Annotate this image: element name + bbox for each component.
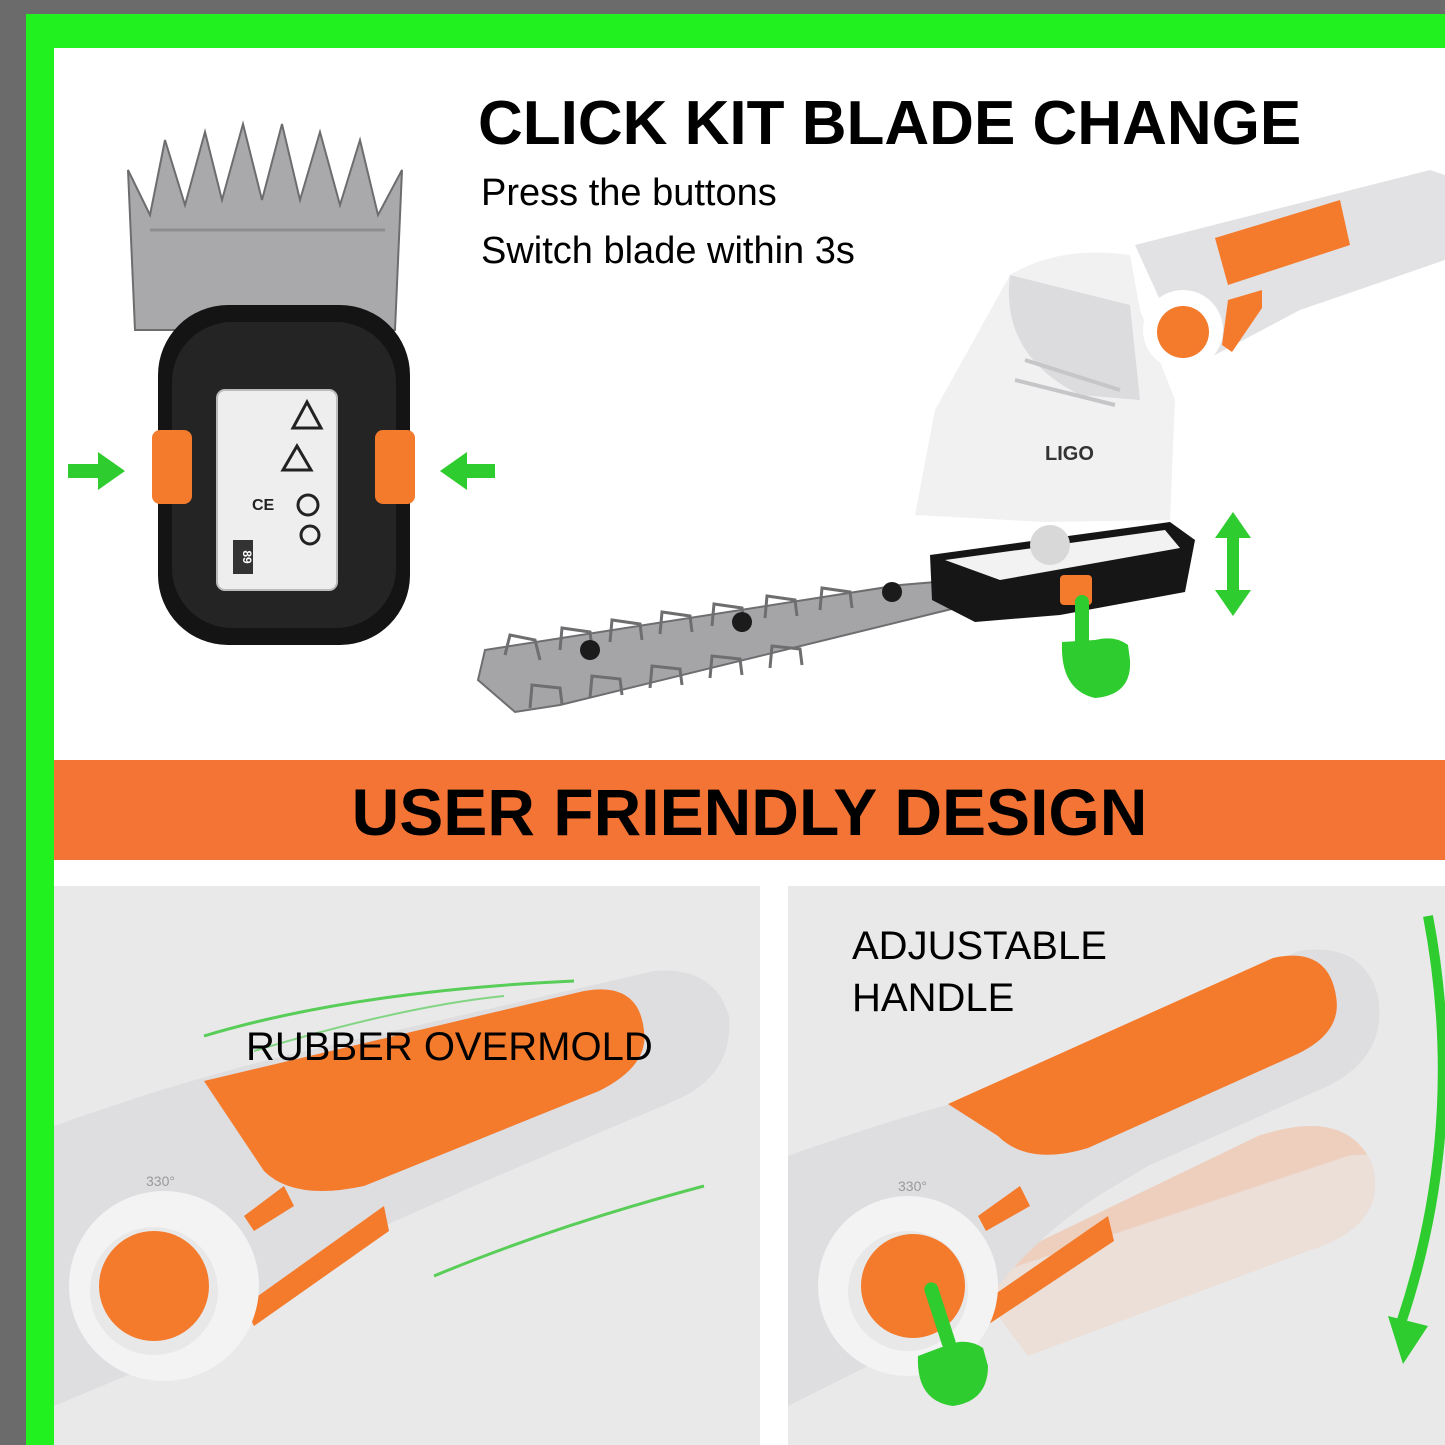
top-illustration: CE 89 LIGO [68,120,1445,714]
section-banner: USER FRIENDLY DESIGN [54,760,1445,860]
frame-border-left [0,0,26,1445]
arrow-left-icon [440,452,495,490]
page-title: CLICK KIT BLADE CHANGE [478,89,1302,158]
svg-text:89: 89 [240,550,254,564]
hand-press-icon [1061,595,1131,698]
overmold-handle-illustration: 330° [54,970,730,1406]
rubber-overmold-panel: 330° [54,886,760,1445]
banner-title: USER FRIENDLY DESIGN [351,775,1148,849]
green-border-left [26,14,54,1445]
angle-marking: 330° [898,1178,927,1194]
rubber-overmold-label: RUBBER OVERMOLD [246,1025,653,1069]
svg-text:CE: CE [252,497,275,514]
adjustable-handle-label-line-2: HANDLE [852,976,1015,1020]
adjustable-handle-label: ADJUSTABLE HANDLE [852,920,1107,1024]
adjustable-handle-illustration: 330° [788,915,1445,1406]
release-button-left [152,430,192,504]
instruction-line-1: Press the buttons [481,172,777,214]
angle-marking: 330° [146,1173,175,1189]
instruction-line-2: Switch blade within 3s [481,230,855,272]
brand-logo: LIGO [1045,443,1094,465]
adjustable-handle-panel: 330° [788,886,1445,1445]
arrow-right-icon [68,452,125,490]
double-arrow-vertical-icon [1215,512,1251,616]
shrub-blade-attachment: CE 89 [127,120,415,645]
curved-arrow-down-icon [1388,915,1445,1364]
adjustable-handle-label-line-1: ADJUSTABLE [852,924,1107,968]
hedge-trimmer: LIGO [915,170,1445,522]
green-border-top [26,14,1445,48]
frame-border-top [0,0,1445,14]
hand-press-icon [917,1282,988,1406]
hedge-blade [476,522,1195,714]
release-button-right [375,430,415,504]
